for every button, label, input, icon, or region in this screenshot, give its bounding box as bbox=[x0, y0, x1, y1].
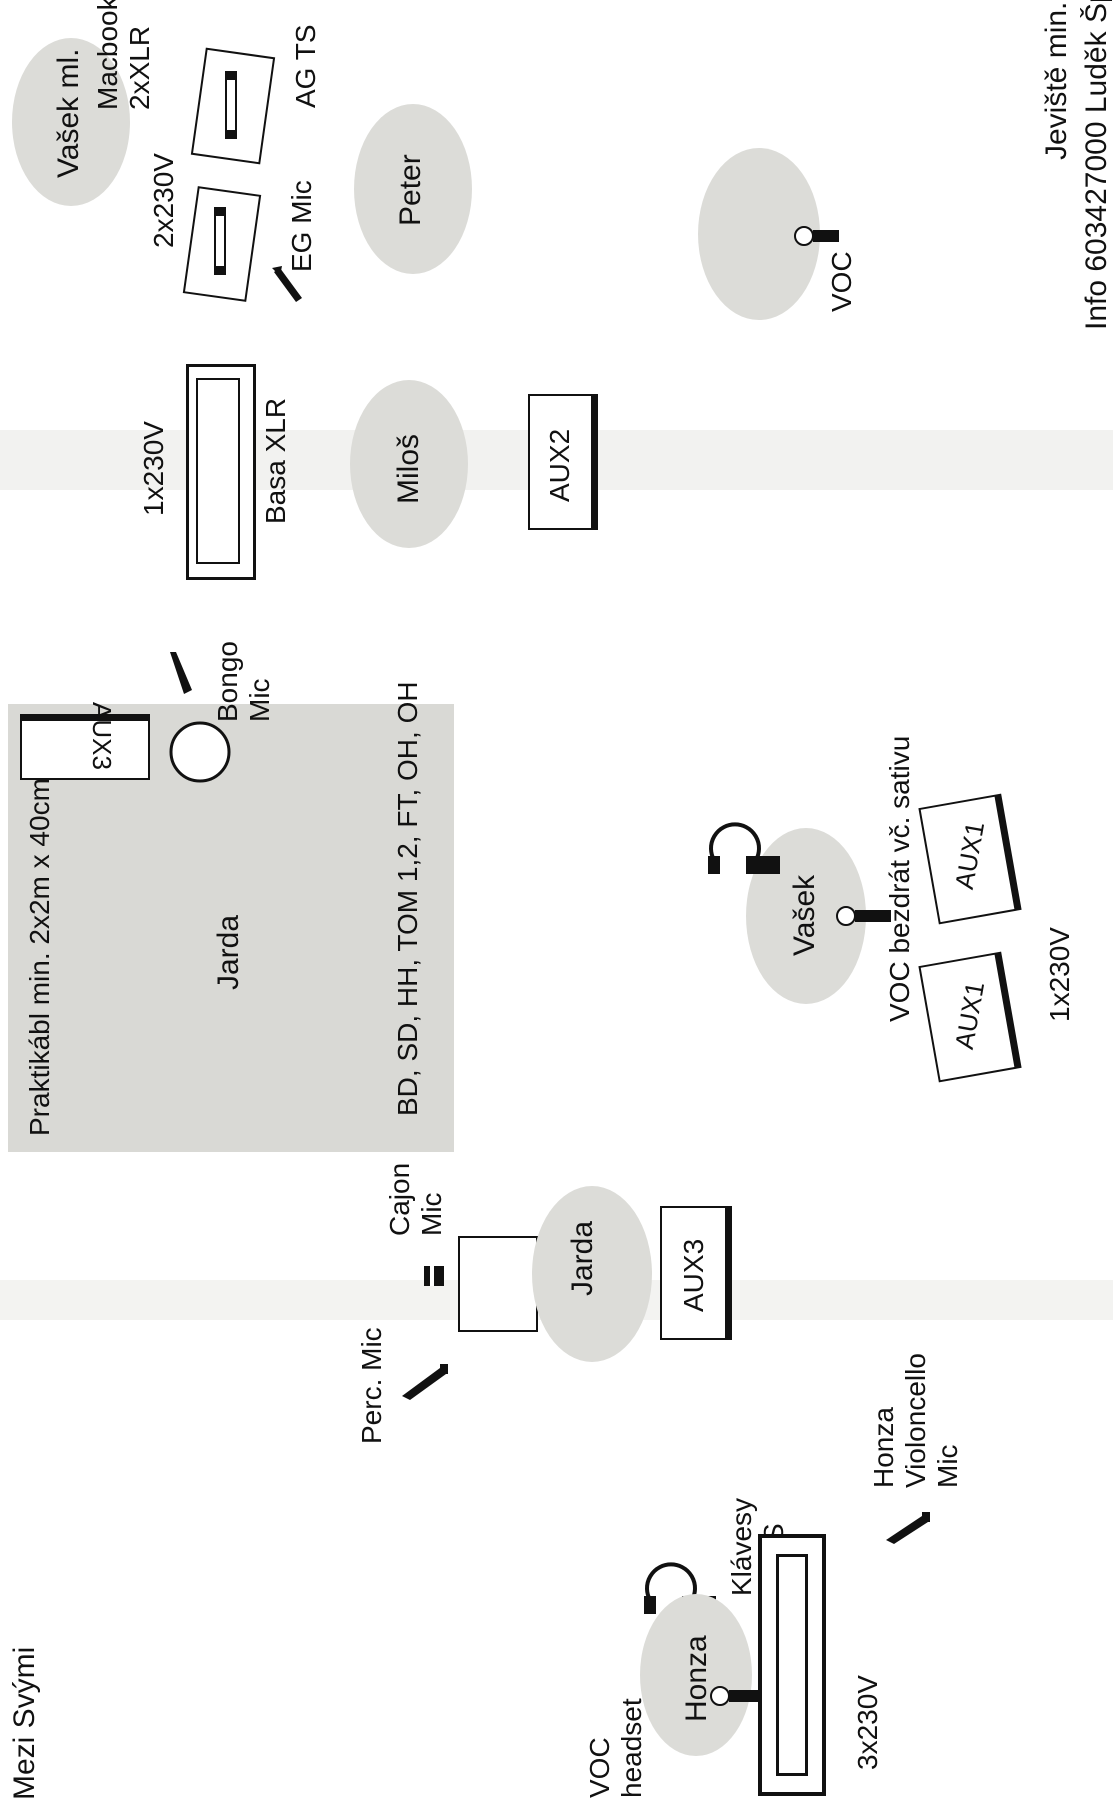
cello-mic-label: Honza Violoncello Mic bbox=[868, 1353, 964, 1488]
drum-kit-label: BD, SD, HH, TOM 1,2, FT, OH, OH bbox=[392, 681, 423, 1116]
eg-mic-icon bbox=[272, 266, 302, 302]
power-3x230v-label: 3x230V bbox=[852, 1675, 883, 1770]
voc-wireless-label: VOC bezdrát vč. sativu bbox=[884, 735, 915, 1022]
eg-di-box-icon bbox=[214, 207, 226, 275]
keyboard-keys bbox=[776, 1554, 808, 1776]
stage-info-line1: Jeviště min. 8 bbox=[1040, 0, 1073, 160]
vasek-headset-icon bbox=[708, 822, 780, 874]
person-milos bbox=[350, 380, 468, 548]
vasek-mic-stand-icon bbox=[836, 906, 891, 926]
person-honza bbox=[640, 1594, 752, 1756]
aux3-monitor bbox=[660, 1206, 732, 1340]
bongo-mic-label: Bongo Mic bbox=[212, 641, 276, 722]
person-jarda bbox=[532, 1186, 652, 1362]
page-title: Mezi Svými bbox=[8, 1646, 41, 1800]
cello-mic-icon bbox=[886, 1512, 930, 1544]
cajon-mic-label: Cajon Mic bbox=[384, 1162, 448, 1236]
bongo-icon bbox=[169, 721, 231, 783]
person-label-vasek-ml: Vašek ml. bbox=[52, 48, 85, 178]
power-1x230v-top-label: 1x230V bbox=[138, 421, 169, 516]
aux2-label: AUX2 bbox=[544, 428, 575, 502]
person-label-peter: Peter bbox=[394, 154, 427, 226]
person-peter bbox=[354, 104, 472, 274]
power-2x230v-label: 2x230V bbox=[148, 153, 179, 248]
drummer-label: Jarda bbox=[212, 914, 245, 990]
ag-ts-label: AG TS bbox=[290, 24, 321, 108]
person-label-milos: Miloš bbox=[392, 433, 425, 504]
riser-label: Praktikábl min. 2x2m x 40cm bbox=[24, 778, 55, 1136]
eg-mic-label: EG Mic bbox=[286, 180, 317, 272]
aux2-monitor bbox=[528, 394, 598, 530]
power-1x230v-mid-label: 1x230V bbox=[1044, 927, 1075, 1022]
voc-top-label: VOC bbox=[826, 251, 857, 312]
aux3-riser-label: AUX3 bbox=[87, 702, 117, 770]
aux3-riser-monitor bbox=[20, 714, 150, 780]
perc-mic-icon bbox=[402, 1364, 448, 1400]
perc-mic-label: Perc. Mic bbox=[356, 1327, 387, 1444]
cajon-di-box-icon bbox=[424, 1266, 444, 1286]
stage-info-line2: Info 603427000 Luděk Špil bbox=[1080, 0, 1113, 330]
cajon-box bbox=[458, 1236, 538, 1332]
voc-headset-label: VOC headset bbox=[584, 1698, 648, 1798]
honza-mic-stand-icon bbox=[710, 1686, 763, 1706]
bongo-mic-icon bbox=[170, 652, 192, 694]
person-label-vasek: Vašek bbox=[788, 874, 821, 956]
person-label-jarda: Jarda bbox=[566, 1220, 599, 1296]
voc-top-mic-stand-icon bbox=[794, 226, 839, 246]
person-vasek-ml bbox=[12, 38, 130, 206]
person-label-honza: Honza bbox=[680, 1635, 713, 1722]
bass-amp-inner bbox=[196, 378, 240, 564]
ag-di-box-icon bbox=[225, 71, 237, 139]
aux3-label: AUX3 bbox=[678, 1238, 709, 1312]
basa-xlr-label: Basa XLR bbox=[260, 397, 291, 524]
macbook-label: Macbook 2xXLR bbox=[92, 0, 156, 110]
